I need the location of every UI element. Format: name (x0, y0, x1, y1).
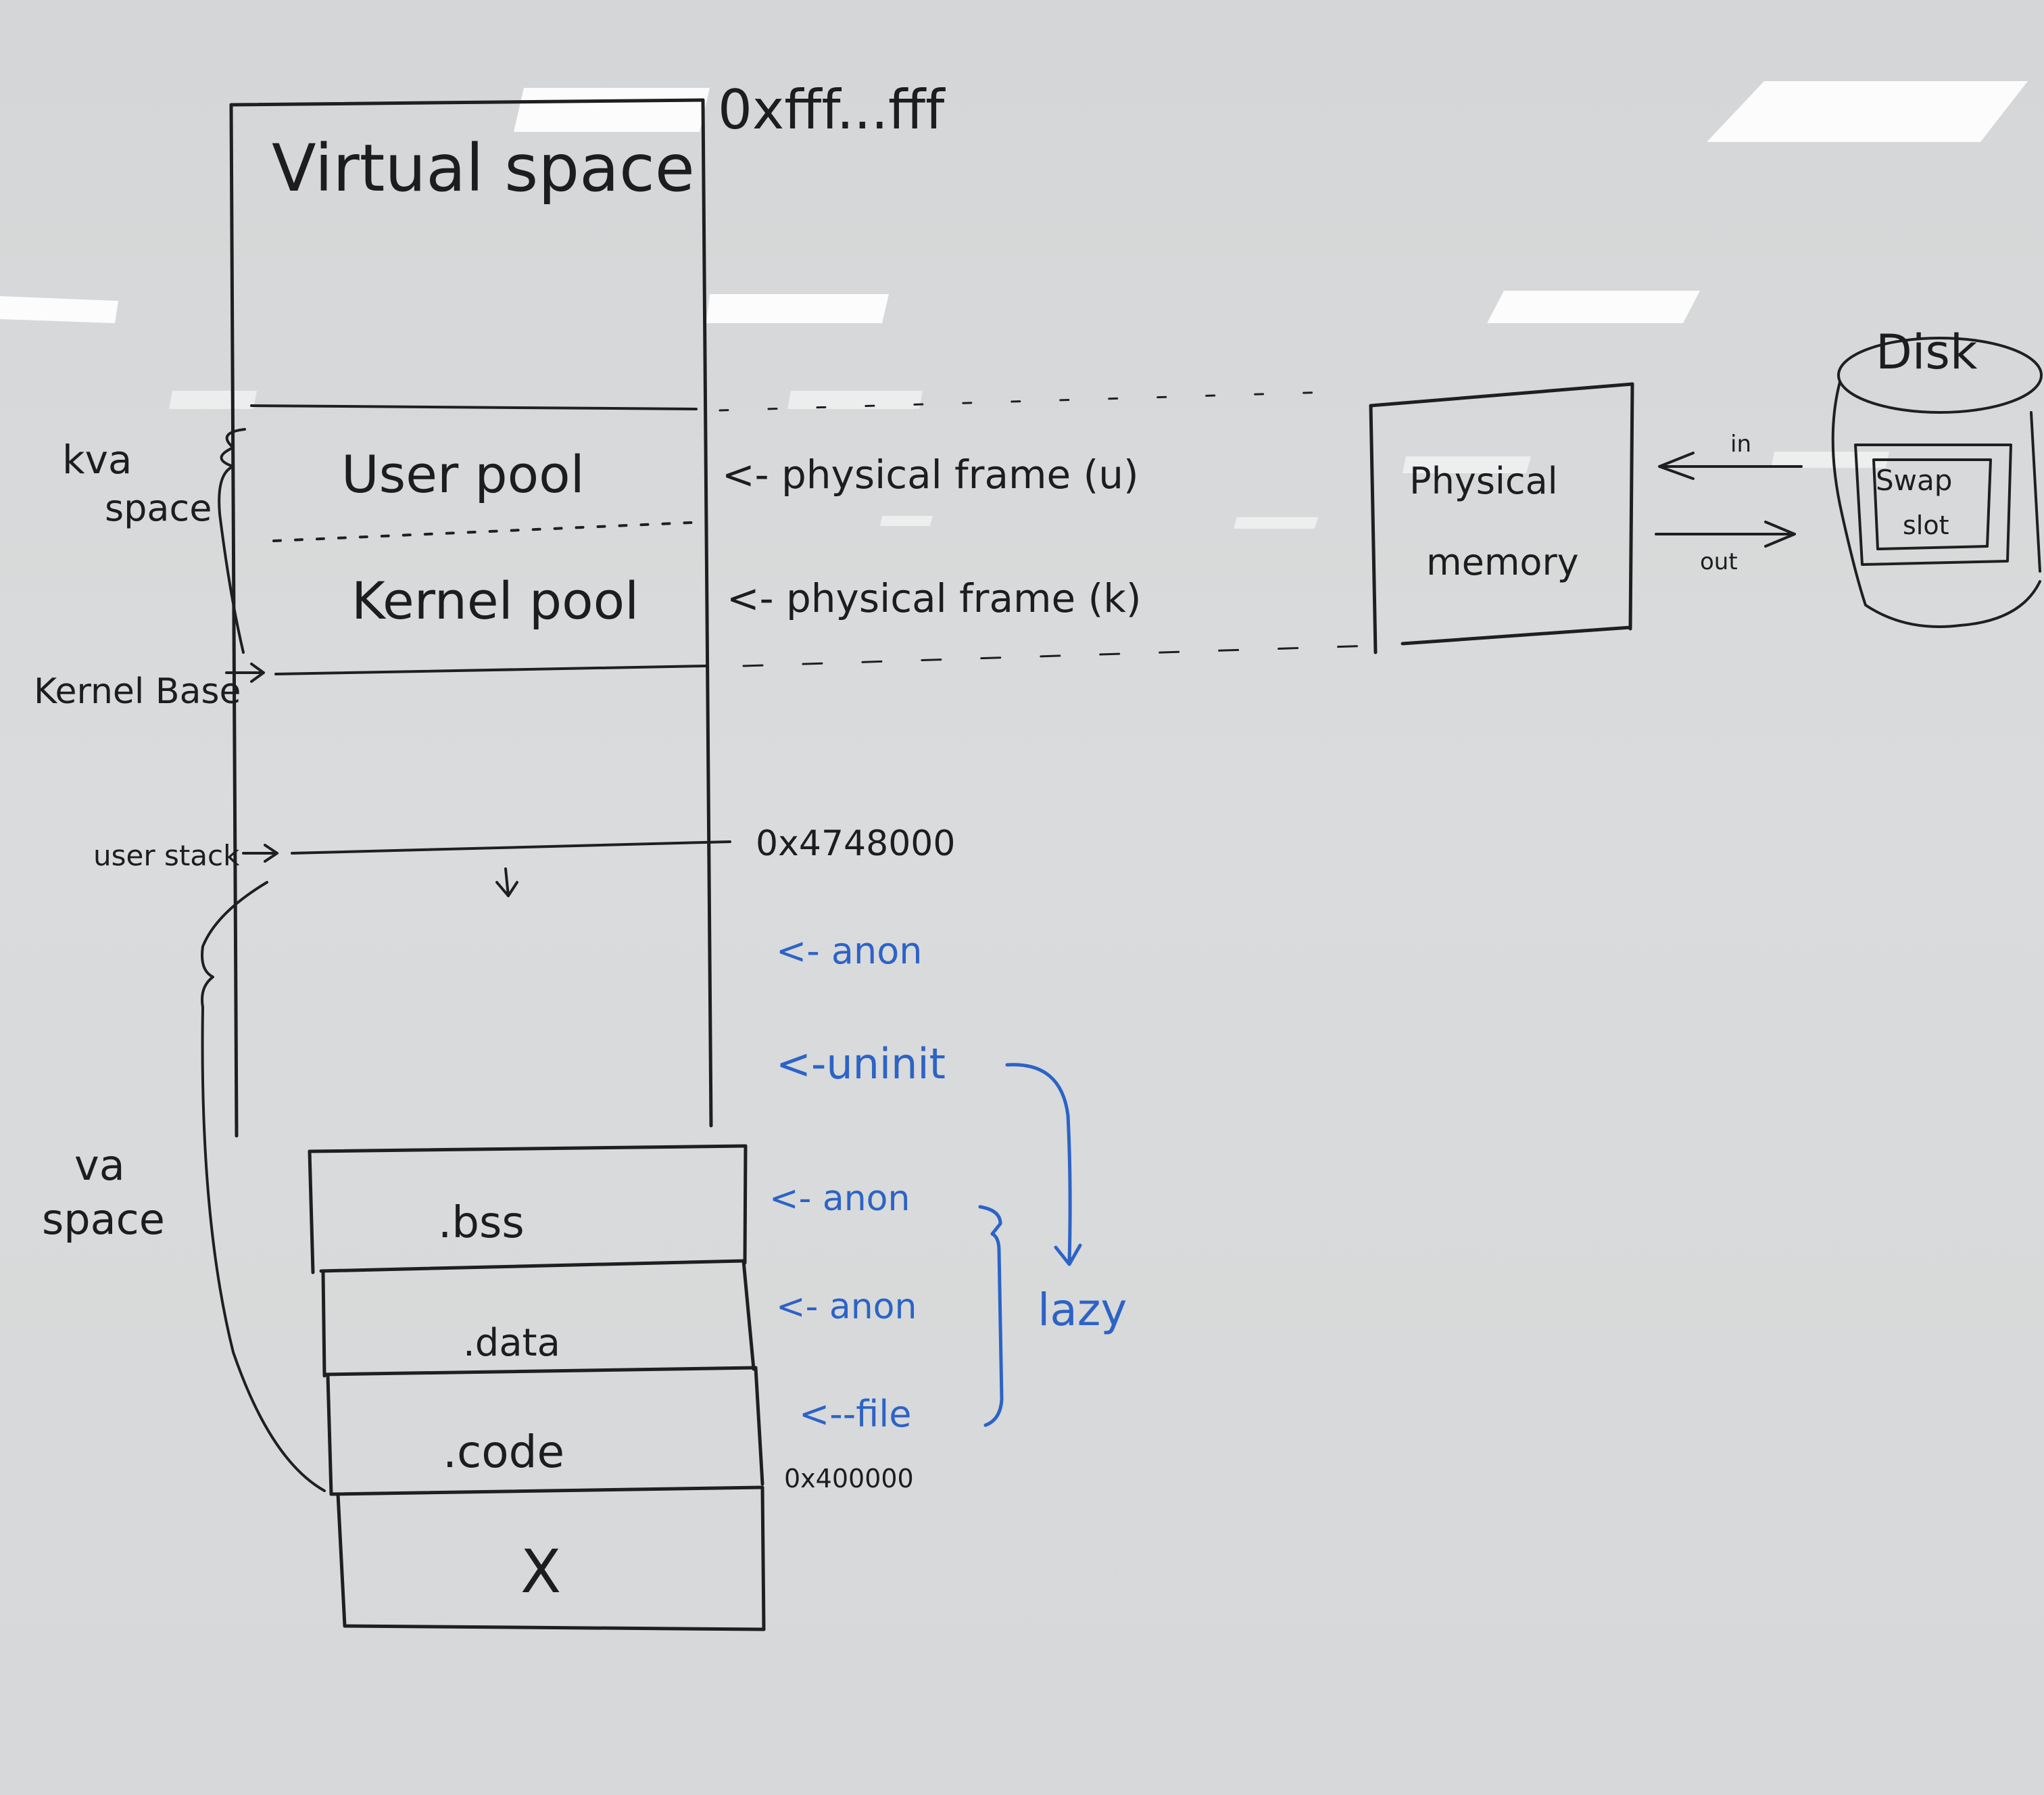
uninit-to-lazy-arrow (1005, 1063, 1072, 1265)
light-reflections (0, 81, 2028, 529)
swap-slot-line1: Swap (1876, 464, 1952, 497)
lower-projection-dashed (742, 644, 1373, 667)
virtual-space-column (229, 98, 731, 1138)
physical-memory-line2: memory (1426, 541, 1579, 583)
swap-out-arrow (1655, 521, 1796, 548)
disk-title: Disk (1876, 325, 1978, 380)
uninit-label: <-uninit (776, 1039, 946, 1088)
reserved-segment-label: X (520, 1537, 561, 1606)
data-label: .data (463, 1321, 560, 1365)
upper-projection-dashed (719, 391, 1330, 412)
segment-labels: Virtual space 0xfff...fff User pool Kern… (272, 78, 955, 1606)
kva-label-line1: kva (62, 437, 132, 483)
kernel-frame-label: <- physical frame (k) (727, 575, 1141, 621)
lazy-bracket (978, 1205, 1004, 1427)
kva-label-line2: space (105, 487, 212, 529)
file-label: <--file (799, 1393, 911, 1435)
stack-address-label: 0x4748000 (756, 823, 955, 864)
bss-anon-label: <- anon (769, 1178, 910, 1219)
virtual-space-title: Virtual space (272, 130, 695, 206)
top-address-label: 0xfff...fff (718, 78, 946, 141)
kernel-base-label: Kernel Base (34, 671, 241, 712)
kernel-base-arrow (225, 663, 265, 683)
user-frame-label: <- physical frame (u) (722, 452, 1139, 498)
code-address-label: 0x400000 (784, 1464, 914, 1493)
va-label-line1: va (74, 1141, 125, 1190)
swap-in-arrow (1658, 452, 1803, 480)
bss-label: .bss (438, 1198, 525, 1248)
kernel-pool-label: Kernel pool (351, 571, 639, 631)
data-anon-label: <- anon (776, 1287, 917, 1327)
physical-memory-line1: Physical (1409, 460, 1558, 502)
disk-cylinder: Disk Swap slot (1831, 325, 2043, 628)
user-stack-label: user stack (93, 839, 240, 872)
va-label-line2: space (42, 1195, 165, 1244)
left-annotations: kva space Kernel Base user stack va spac… (34, 428, 326, 1492)
lazy-label: lazy (1038, 1284, 1127, 1336)
stack-anon-label: <- anon (776, 930, 922, 972)
swap-arrows: in out (1655, 431, 1803, 575)
swap-out-label: out (1700, 548, 1738, 575)
swap-slot-box (1854, 444, 2012, 566)
segments-stack (308, 1144, 766, 1631)
code-label: .code (443, 1426, 564, 1478)
swap-slot-line2: slot (1903, 510, 1949, 540)
user-stack-arrow (242, 844, 278, 863)
va-brace (201, 881, 326, 1492)
page-type-annotations: <- anon <-uninit <- anon <- anon <--file… (769, 930, 1127, 1435)
frame-mapping: <- physical frame (u) <- physical frame … (719, 391, 1373, 667)
user-pool-label: User pool (341, 444, 585, 504)
physical-memory-box: Physical memory (1369, 382, 1634, 654)
swap-in-label: in (1730, 431, 1751, 458)
kva-brace (218, 428, 246, 654)
